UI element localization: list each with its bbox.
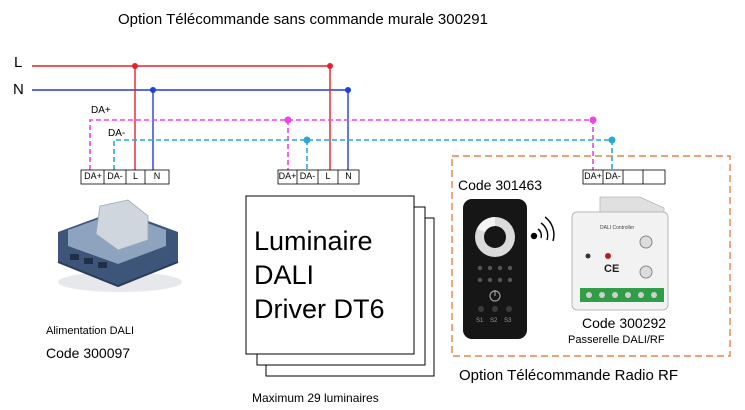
ps-terminal-n: N (153, 171, 161, 181)
terminal-block-gateway (582, 169, 666, 185)
rf-option-box (451, 155, 731, 357)
lum-terminal-n: N (345, 171, 352, 181)
gateway-code: Code 300292 (582, 315, 667, 331)
remote-button-s1: S1 (476, 318, 484, 324)
power-supply-name: Alimentation DALI (46, 325, 135, 337)
lum-terminal-da-minus: DA- (299, 171, 316, 181)
da-plus-bus (89, 119, 594, 170)
gw-terminal-da-minus: DA- (605, 171, 621, 181)
l-junction-1 (132, 63, 138, 69)
ps-terminal-da-plus: DA+ (84, 171, 102, 181)
lum-terminal-l: L (325, 171, 331, 181)
da-minus-junction-1 (303, 136, 311, 144)
n-junction-1 (150, 87, 156, 93)
gateway-image (571, 196, 669, 311)
terminal-block-luminaire (277, 169, 360, 185)
gateway-name: Passerelle DALI/RF (568, 334, 665, 346)
gw-terminal-da-plus: DA+ (584, 171, 602, 181)
gateway-device-label: DALI Controller (600, 225, 635, 231)
n-label: N (13, 81, 24, 98)
n-junction-2 (345, 87, 351, 93)
title: Option Télécommande sans commande murale… (118, 11, 488, 28)
luminaire-caption: Maximum 29 luminaires (252, 391, 379, 405)
da-minus-bus (113, 139, 613, 170)
da-minus-label: DA- (108, 128, 126, 139)
luminaire-line-2: DALI (254, 260, 315, 290)
da-plus-junction-2 (589, 116, 597, 124)
terminal-block-power-supply (80, 169, 170, 185)
power-supply-image (57, 199, 182, 292)
ps-terminal-l: L (132, 171, 138, 181)
lum-terminal-da-plus: DA+ (278, 171, 297, 181)
luminaire-line-1: Luminaire (254, 226, 373, 256)
da-plus-junction-1 (284, 116, 292, 124)
luminaire-line-3: Driver DT6 (254, 294, 385, 324)
power-supply-code: Code 300097 (46, 345, 131, 361)
rf-option-label: Option Télécommande Radio RF (459, 367, 678, 384)
ps-terminal-da-minus: DA- (107, 171, 123, 181)
remote-button-s2: S2 (490, 318, 498, 324)
l-label: L (14, 54, 23, 71)
remote-button-s3: S3 (504, 318, 512, 324)
l-junction-2 (327, 63, 333, 69)
gateway-ce-mark: CE (604, 263, 620, 275)
da-plus-label: DA+ (91, 105, 111, 116)
remote-image (463, 199, 527, 339)
da-minus-junction-2 (608, 136, 616, 144)
remote-code: Code 301463 (458, 177, 543, 193)
luminaire-stack (245, 195, 435, 377)
radio-waves-icon (530, 216, 555, 242)
